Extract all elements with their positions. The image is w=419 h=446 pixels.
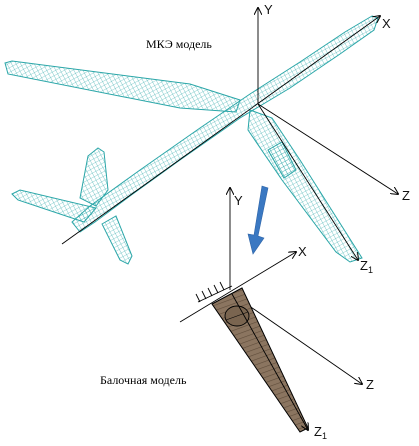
beam-element bbox=[211, 287, 309, 433]
beam-x-axis-label: X bbox=[298, 244, 307, 259]
fem-z1-axis bbox=[257, 103, 358, 260]
beam-z1-axis-label: Z1 bbox=[314, 424, 327, 441]
aircraft-left-stabilizer bbox=[11, 189, 97, 223]
fem-z-axis-label: Z bbox=[402, 188, 410, 203]
beam-z1-axis bbox=[231, 293, 308, 430]
fem-z1-axis-label: Z1 bbox=[360, 258, 373, 275]
beam-fixed-support bbox=[195, 281, 233, 303]
transition-arrow bbox=[247, 185, 269, 255]
fem-z-axis bbox=[257, 103, 398, 194]
aircraft-fuselage bbox=[71, 15, 379, 233]
aircraft-vertical-tail bbox=[79, 147, 109, 207]
beam-y-axis-label: Y bbox=[234, 193, 243, 208]
aircraft-right-stabilizer bbox=[101, 215, 133, 265]
beam-z-axis-label: Z bbox=[366, 377, 374, 392]
fem-x-axis bbox=[61, 16, 380, 245]
fem-y-axis-label: Y bbox=[264, 2, 273, 17]
aircraft-engine-nacelle bbox=[267, 141, 297, 179]
fem-model-caption: МКЭ модель bbox=[146, 37, 212, 51]
fem-x-axis-label: X bbox=[382, 16, 391, 31]
beam-z-axis bbox=[231, 293, 362, 384]
fem-aircraft-model bbox=[4, 15, 379, 265]
aircraft-left-wing bbox=[4, 60, 241, 113]
beam-axes bbox=[179, 188, 362, 384]
fem-axes bbox=[61, 8, 398, 260]
beam-model-caption: Балочная модель bbox=[100, 373, 187, 387]
beam-x-axis bbox=[179, 252, 296, 323]
